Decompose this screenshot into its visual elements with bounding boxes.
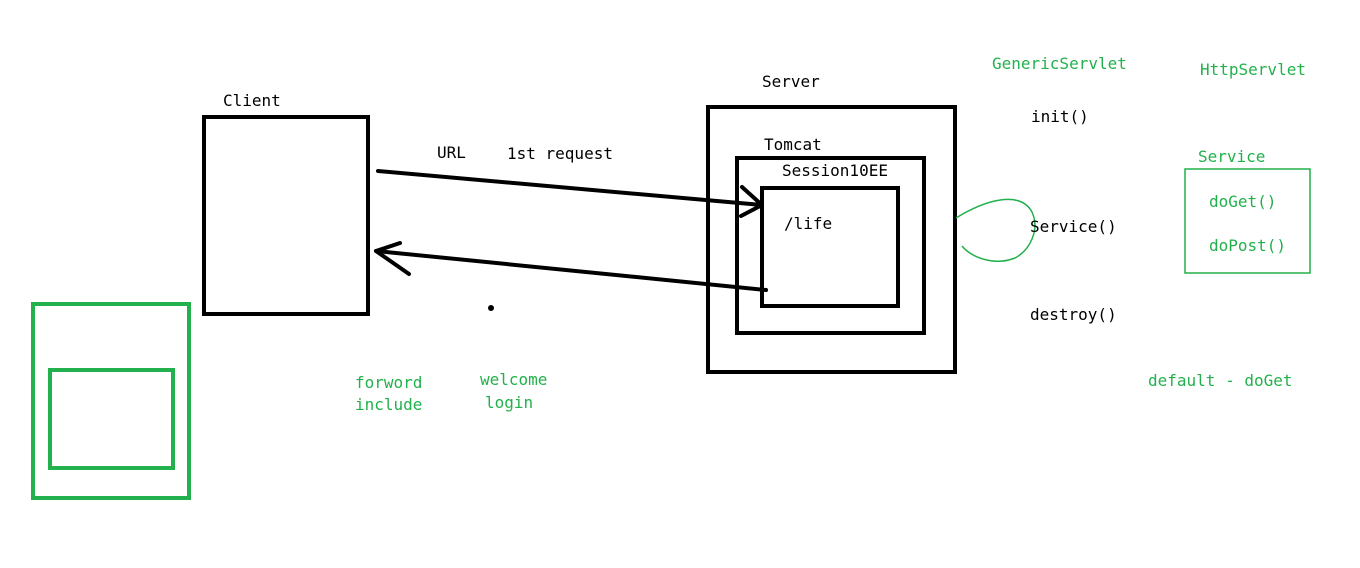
client-label: Client xyxy=(223,91,281,110)
response-arrow xyxy=(374,249,768,292)
outer-green-box xyxy=(31,302,191,500)
forword-label: forword xyxy=(355,373,423,392)
url-label: URL xyxy=(437,143,466,162)
welcome-label: welcome xyxy=(480,370,548,389)
include-label: include xyxy=(355,395,423,414)
http-servlet-label: HttpServlet xyxy=(1200,60,1306,79)
inner-green-box xyxy=(48,368,175,470)
service-box xyxy=(1184,168,1311,274)
servlet-box xyxy=(760,186,900,308)
tomcat-box xyxy=(735,156,926,335)
default-method-label: default - doGet xyxy=(1148,371,1293,390)
service-loop xyxy=(955,198,1036,262)
do-get-label: doGet() xyxy=(1209,192,1277,211)
do-post-label: doPost() xyxy=(1209,236,1287,255)
server-label: Server xyxy=(762,72,820,91)
server-box xyxy=(706,105,957,374)
init-label: init() xyxy=(1031,107,1089,126)
servlet-path-label: /life xyxy=(784,214,833,233)
first-request-label: 1st request xyxy=(507,144,613,163)
app-label: Session10EE xyxy=(782,161,888,180)
client-box xyxy=(202,115,370,316)
generic-servlet-label: GenericServlet xyxy=(992,54,1127,73)
response-arrowhead xyxy=(374,241,411,276)
request-arrowhead xyxy=(739,185,764,218)
login-label: login xyxy=(485,393,534,412)
service-box-title: Service xyxy=(1198,147,1266,166)
dot-marker xyxy=(488,305,494,311)
request-arrow xyxy=(376,169,764,207)
destroy-label: destroy() xyxy=(1030,305,1117,324)
service-method-label: Service() xyxy=(1030,217,1117,236)
tomcat-label: Tomcat xyxy=(764,135,822,154)
